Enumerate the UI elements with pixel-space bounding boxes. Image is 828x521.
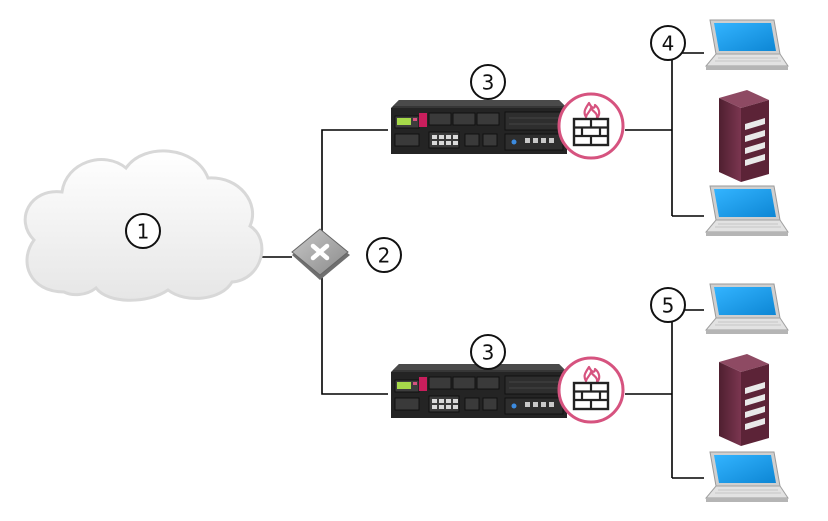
gateway-top — [390, 92, 625, 160]
laptop-icon — [705, 185, 789, 237]
laptop-icon — [705, 451, 789, 503]
edge-switch-gateway-top — [321, 129, 388, 240]
firewall-icon — [557, 92, 625, 160]
callout-3-top: 3 — [470, 64, 506, 100]
security-appliance-icon — [390, 363, 568, 419]
lan-bottom — [705, 283, 789, 503]
callout-label: 4 — [662, 32, 675, 56]
callout-2: 2 — [366, 237, 402, 273]
laptop-icon — [705, 283, 789, 335]
server-icon — [719, 90, 769, 182]
callout-3-bottom: 3 — [470, 334, 506, 370]
callout-label: 3 — [482, 341, 495, 365]
laptop-icon — [705, 19, 789, 71]
callout-label: 5 — [662, 294, 675, 318]
callout-1: 1 — [125, 213, 161, 249]
callout-5: 5 — [650, 287, 686, 323]
server-icon — [719, 354, 769, 446]
firewall-icon — [557, 356, 625, 424]
lan-top — [705, 19, 789, 237]
callout-4: 4 — [650, 25, 686, 61]
security-appliance-icon — [390, 99, 568, 155]
gateway-bottom — [390, 356, 625, 424]
connection-lines — [258, 50, 704, 479]
callout-label: 1 — [137, 220, 150, 244]
network-switch — [291, 228, 350, 280]
callout-label: 3 — [482, 71, 495, 95]
switch-cross-icon — [310, 243, 330, 261]
callout-label: 2 — [378, 244, 391, 268]
edge-switch-gateway-bottom — [321, 275, 388, 395]
